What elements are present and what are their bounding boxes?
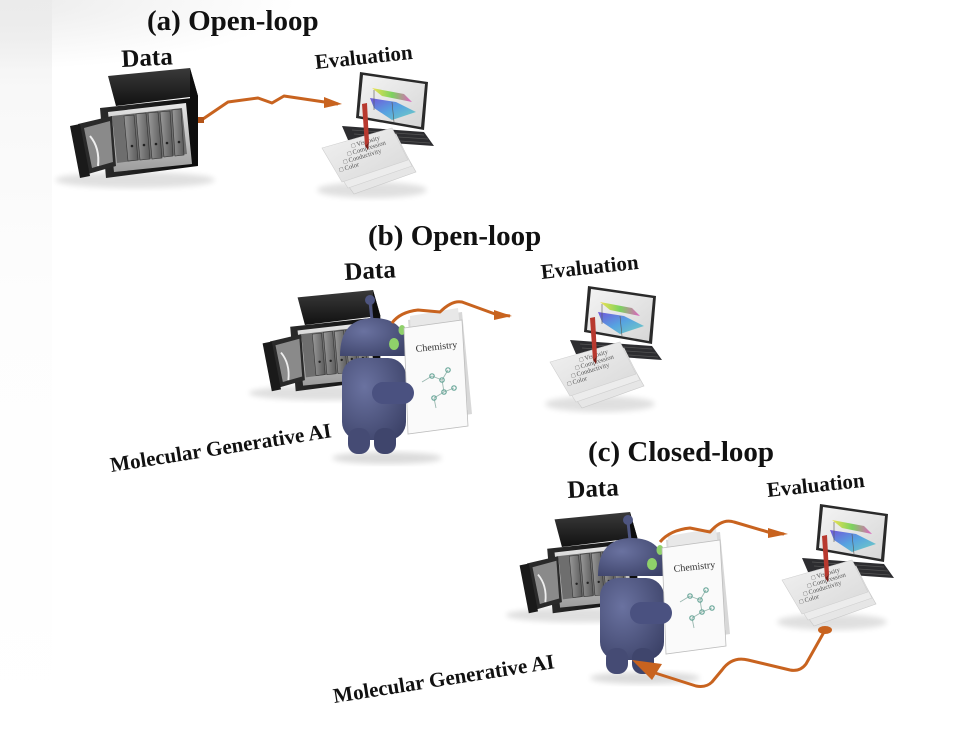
panel-a-data-server-icon	[55, 68, 215, 188]
panel-c-evaluation-icon	[777, 504, 894, 630]
panel-c-arrowhead-forward	[768, 528, 788, 538]
panel-c-arrow-data-to-evaluation	[658, 519, 785, 544]
panel-a-arrow-base	[198, 117, 204, 123]
panel-c-arrow-evaluation-to-generative-ai	[651, 631, 826, 688]
panel-c-arrowhead-feedback	[632, 660, 662, 680]
background-shade-top	[0, 0, 300, 70]
panel-c	[506, 504, 894, 688]
panel-b-arrow-data-to-evaluation	[390, 300, 511, 324]
panel-a-arrowhead	[324, 97, 342, 108]
panel-a	[55, 68, 434, 198]
panel-b	[249, 286, 662, 464]
panel-a-title: (a) Open-loop	[147, 5, 319, 37]
panel-a-evaluation-icon	[317, 72, 434, 198]
panel-a-arrow-data-to-evaluation	[199, 94, 339, 123]
panel-b-evaluation-icon	[545, 286, 662, 412]
panel-c-title: (c) Closed-loop	[588, 436, 775, 468]
background-shade	[0, 0, 52, 738]
panel-c-feedback-arrow-base	[818, 626, 832, 634]
panel-b-arrowhead	[494, 310, 512, 320]
panel-b-title: (b) Open-loop	[368, 220, 542, 252]
